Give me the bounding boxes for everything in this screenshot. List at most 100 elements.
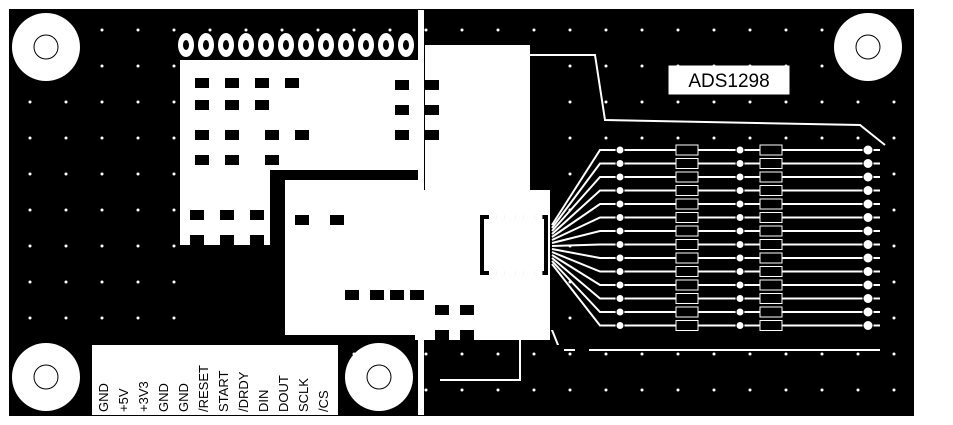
via-dot [676,28,680,32]
ic-pad [508,211,512,219]
header-pin-hole [263,40,269,50]
via-dot [352,352,356,356]
channel-resistor [675,198,699,210]
via-dot [784,136,788,140]
via-dot [676,64,680,68]
channel-resistor [675,320,699,331]
channel-via [735,186,745,195]
via-dot [100,208,104,212]
via-dot [316,28,320,32]
via-dot [748,352,752,356]
channel-trace [551,189,880,235]
via-dot [100,172,104,176]
ic-pad [534,211,539,219]
mounting-hole-bottom-mid [345,343,413,411]
header-pin-hole [183,40,189,50]
via-dot [280,28,284,32]
via-dot [172,100,176,104]
via-dot [892,352,896,356]
ic-pad [538,271,543,279]
via-dot [568,244,572,248]
mounting-hole-top-left [12,13,80,81]
via-dot [28,244,32,248]
via-dot [640,64,644,68]
via-dot [856,388,860,392]
via-dot [100,28,104,32]
smd-pad [370,290,384,300]
via-dot [100,244,104,248]
via-dot [424,28,428,32]
smd-pad [395,105,409,115]
via-dot [712,136,716,140]
channel-pad [862,212,874,223]
via-dot [568,280,572,284]
via-dot [100,280,104,284]
via-dot [892,100,896,104]
ic-pad [527,211,531,219]
channel-pad [862,306,874,318]
via-dot [568,352,572,356]
via-dot [856,64,860,68]
channel-resistor [675,266,699,277]
channel-via [615,253,625,263]
channel-via [735,307,745,317]
connector-pin-label: SCLK [296,378,311,412]
ic-pad [515,211,520,219]
via-dot [820,388,824,392]
via-dot [568,208,572,212]
smd-pad [295,215,309,225]
channel-pad [862,320,874,331]
via-dot [676,100,680,104]
channel-trace [551,254,880,286]
channel-via [615,226,625,236]
via-dot [892,28,896,32]
via-dot [604,388,608,392]
via-dot [640,136,644,140]
channel-pad [862,158,874,169]
channel-trace [551,149,880,226]
channel-via [615,294,625,303]
channel-pad [862,185,874,196]
via-dot [712,28,716,32]
ic-pad [492,211,497,219]
mounting-hole-top-right [834,13,902,81]
channel-via [735,294,745,303]
via-dot [64,100,68,104]
connector-pin-label: GND [156,383,171,412]
via-dot [892,64,896,68]
channel-capacitor [759,266,783,277]
via-dot [424,352,428,356]
via-dot [460,352,464,356]
channel-resistor [675,279,699,291]
channel-resistor [675,293,699,304]
ic-pad [523,271,528,279]
chip-label-box: ADS1298 [667,64,791,96]
smd-pad [225,130,239,140]
via-dot [748,64,752,68]
via-dot [388,352,392,356]
via-dot [820,64,824,68]
via-dot [640,352,644,356]
smd-pad [265,155,279,165]
smd-pad [425,105,439,115]
channel-trace [551,260,880,313]
channel-via [615,172,625,182]
via-dot [820,100,824,104]
channel-trace [551,251,880,273]
connector-pin-label: /CS [316,390,331,412]
channel-via [735,226,745,236]
smd-pad [460,305,474,315]
input-channels [551,144,880,331]
via-dot [172,208,176,212]
channel-resistor [675,158,699,169]
via-dot [892,208,896,212]
ic-pad [489,271,493,279]
via-dot [424,388,428,392]
via-dot [640,388,644,392]
smd-pad [225,100,239,110]
via-dot [568,172,572,176]
via-dot [136,316,140,320]
via-dot [136,172,140,176]
via-dot [172,172,176,176]
via-dot [712,352,716,356]
